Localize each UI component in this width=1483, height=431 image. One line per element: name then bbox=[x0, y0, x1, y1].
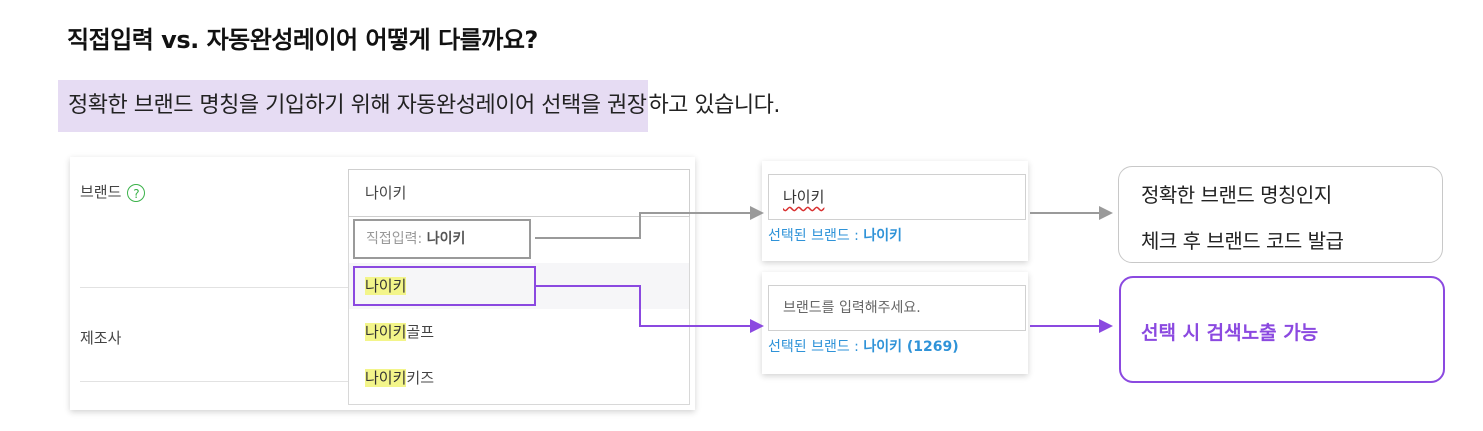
direct-input-highlight-box: 직접입력: 나이키 bbox=[353, 219, 531, 259]
match-text: 나이키 bbox=[365, 277, 407, 295]
direct-input-option[interactable]: 직접입력: 나이키 bbox=[349, 217, 689, 263]
divider bbox=[80, 381, 348, 382]
help-icon[interactable]: ? bbox=[127, 183, 146, 202]
brand-label: 브랜드 bbox=[80, 183, 122, 201]
note-line: 선택 시 검색노출 가능 bbox=[1141, 322, 1319, 344]
note-line: 정확한 브랜드 명칭인지 bbox=[1141, 183, 1332, 207]
autocomplete-item[interactable]: 나이키골프 bbox=[349, 309, 689, 355]
direct-input-value: 나이키 bbox=[426, 231, 466, 247]
subtitle-rest: 하고 있습니다. bbox=[648, 93, 780, 118]
match-text: 나이키 bbox=[365, 323, 407, 341]
purple-note-arrow bbox=[1030, 319, 1113, 333]
brand-input[interactable]: 나이키 bbox=[348, 169, 690, 217]
item-rest-text: 키즈 bbox=[406, 369, 435, 387]
selected-brand-value: 나이키 bbox=[863, 228, 902, 244]
direct-input-prefix: 직접입력: bbox=[366, 231, 427, 247]
brand-label-row: 브랜드? bbox=[80, 181, 146, 202]
autocomplete-dropdown: 직접입력: 나이키 나이키 나이키골프 나이키키즈 bbox=[348, 217, 690, 405]
direct-input-result-card: 나이키 선택된 브랜드 : 나이키 bbox=[762, 161, 1028, 261]
manufacturer-label: 제조사 bbox=[80, 329, 122, 347]
purple-connector-arrow bbox=[535, 285, 764, 333]
selected-brand-text: 선택된 브랜드 : 나이키 bbox=[768, 225, 1028, 245]
selected-brand-value: 나이키 (1269) bbox=[863, 339, 959, 355]
note-line: 체크 후 브랜드 코드 발급 bbox=[1141, 229, 1344, 253]
selected-brand-prefix: 선택된 브랜드 : bbox=[768, 228, 864, 244]
result-brand-input[interactable]: 나이키 bbox=[768, 174, 1026, 220]
subtitle-highlight: 정확한 브랜드 명칭을 기입하기 위해 자동완성레이어 선택을 권장 bbox=[58, 80, 649, 132]
match-text: 나이키 bbox=[365, 369, 407, 387]
page-title: 직접입력 vs. 자동완성레이어 어떻게 다를까요? bbox=[67, 26, 538, 54]
brand-form-panel: 브랜드? 제조사 나이키 직접입력: 나이키 나이키 나이키골프 나이키키즈 bbox=[70, 157, 695, 410]
gray-connector-arrow bbox=[535, 206, 764, 239]
autocomplete-result-card: 브랜드를 입력해주세요. 선택된 브랜드 : 나이키 (1269) bbox=[762, 272, 1028, 374]
selected-brand-prefix: 선택된 브랜드 : bbox=[768, 339, 864, 355]
gray-note-arrow bbox=[1030, 206, 1113, 220]
item-rest-text: 골프 bbox=[406, 323, 435, 341]
direct-input-note: 정확한 브랜드 명칭인지 체크 후 브랜드 코드 발급 bbox=[1118, 166, 1443, 263]
subtitle: 정확한 브랜드 명칭을 기입하기 위해 자동완성레이어 선택을 권장하고 있습니… bbox=[58, 80, 780, 132]
autocomplete-item[interactable]: 나이키키즈 bbox=[349, 355, 689, 401]
divider bbox=[80, 287, 348, 288]
autocomplete-note: 선택 시 검색노출 가능 bbox=[1119, 276, 1445, 383]
result-brand-input[interactable]: 브랜드를 입력해주세요. bbox=[768, 285, 1026, 331]
selected-brand-text: 선택된 브랜드 : 나이키 (1269) bbox=[768, 336, 1028, 356]
